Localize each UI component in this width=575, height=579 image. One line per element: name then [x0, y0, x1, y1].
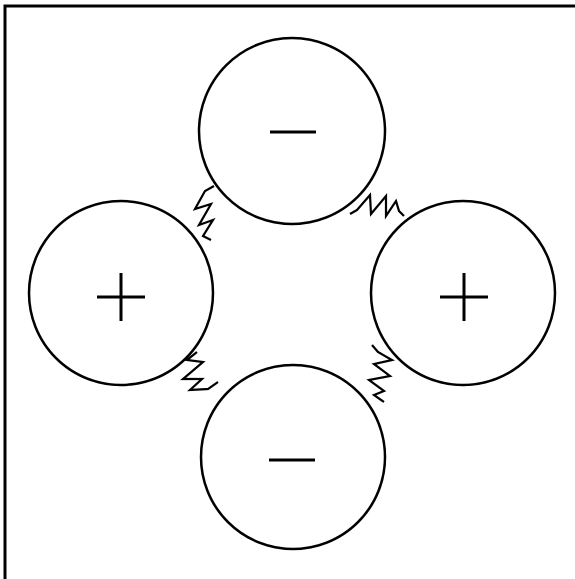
spring-top-left	[192, 185, 216, 241]
spring-top-right	[349, 192, 405, 220]
ion-bottom	[199, 363, 387, 551]
ion-circle	[199, 363, 387, 551]
spring-bottom-left	[180, 351, 219, 392]
ion-left	[27, 199, 215, 387]
ion-right	[369, 199, 557, 387]
spring-bottom-right	[366, 344, 396, 403]
ion-top	[197, 36, 387, 226]
